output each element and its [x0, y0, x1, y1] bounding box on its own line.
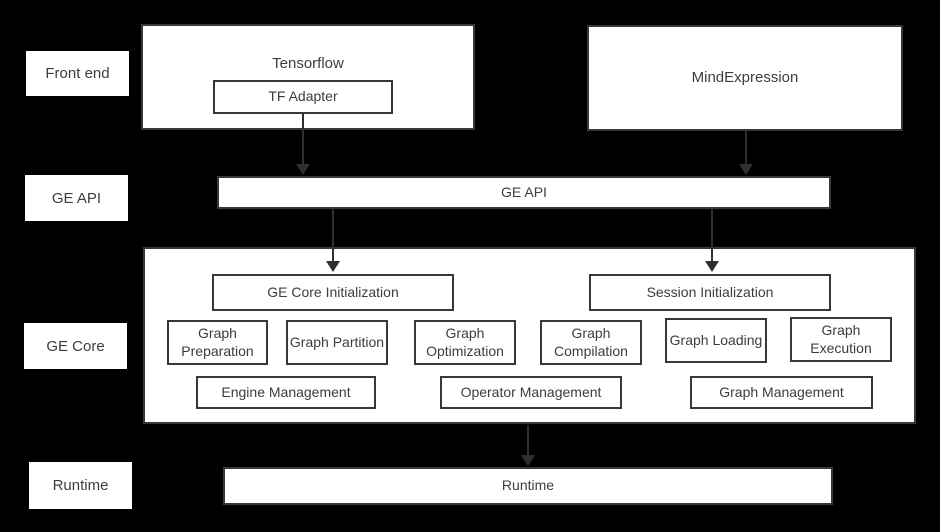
tf-adapter-box: TF Adapter	[213, 80, 393, 114]
layer-label-runtime: Runtime	[29, 462, 132, 509]
ge-core-initialization-box: GE Core Initialization	[212, 274, 454, 311]
layer-label-front-end: Front end	[26, 51, 129, 96]
engine-management-box: Engine Management	[196, 376, 376, 409]
tensorflow-label: Tensorflow	[272, 55, 344, 72]
tensorflow-box: Tensorflow TF Adapter	[141, 24, 475, 130]
mind-expression-box: MindExpression	[587, 25, 903, 131]
session-initialization-box: Session Initialization	[589, 274, 831, 311]
graph-compilation-box: Graph Compilation	[540, 320, 642, 365]
graph-preparation-box: Graph Preparation	[167, 320, 268, 365]
graph-loading-box: Graph Loading	[665, 318, 767, 363]
graph-optimization-box: Graph Optimization	[414, 320, 516, 365]
operator-management-box: Operator Management	[440, 376, 622, 409]
graph-management-box: Graph Management	[690, 376, 873, 409]
graph-partition-box: Graph Partition	[286, 320, 388, 365]
layer-label-ge-api: GE API	[25, 175, 128, 221]
ge-api-bar: GE API	[217, 176, 831, 209]
graph-execution-box: Graph Execution	[790, 317, 892, 362]
layer-label-ge-core: GE Core	[24, 323, 127, 369]
ge-core-box: GE Core Initialization Session Initializ…	[143, 247, 916, 424]
runtime-bar: Runtime	[223, 467, 833, 505]
